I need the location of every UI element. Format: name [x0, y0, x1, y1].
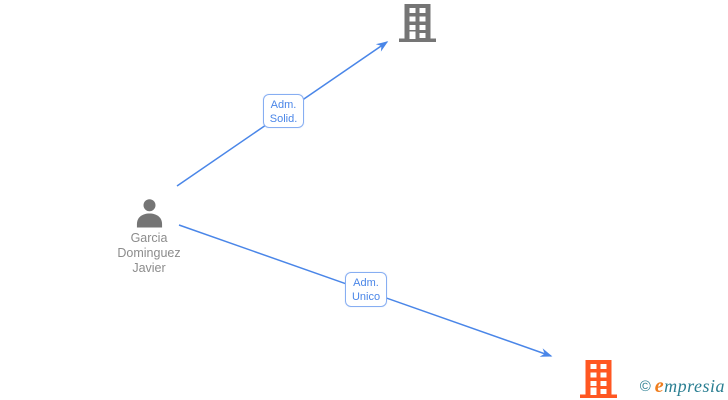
empresia-watermark: © empresia	[640, 375, 725, 398]
building-icon	[399, 4, 436, 42]
edge-label-adm-unico: Adm. Unico	[345, 272, 387, 307]
node-person[interactable]	[135, 198, 164, 228]
brand-logo-text: empresia	[654, 375, 725, 397]
node-company-top[interactable]	[399, 4, 436, 42]
edge-label-adm-solid: Adm. Solid.	[263, 94, 304, 128]
node-company-bottom[interactable]	[580, 360, 617, 398]
building-icon	[580, 360, 617, 398]
person-name-line: Javier	[132, 261, 166, 275]
edge-label-line: Solid.	[269, 113, 298, 125]
copyright-icon: ©	[639, 378, 651, 395]
edge-label-line: Unico	[351, 291, 381, 303]
person-name-line: Dominguez	[117, 246, 181, 260]
person-name-line: Garcia	[130, 231, 168, 245]
person-icon	[136, 199, 163, 228]
edge-label-line: Adm.	[270, 99, 297, 111]
edge-label-line: Adm.	[353, 277, 379, 289]
person-name: Garcia Dominguez Javier	[99, 231, 199, 276]
